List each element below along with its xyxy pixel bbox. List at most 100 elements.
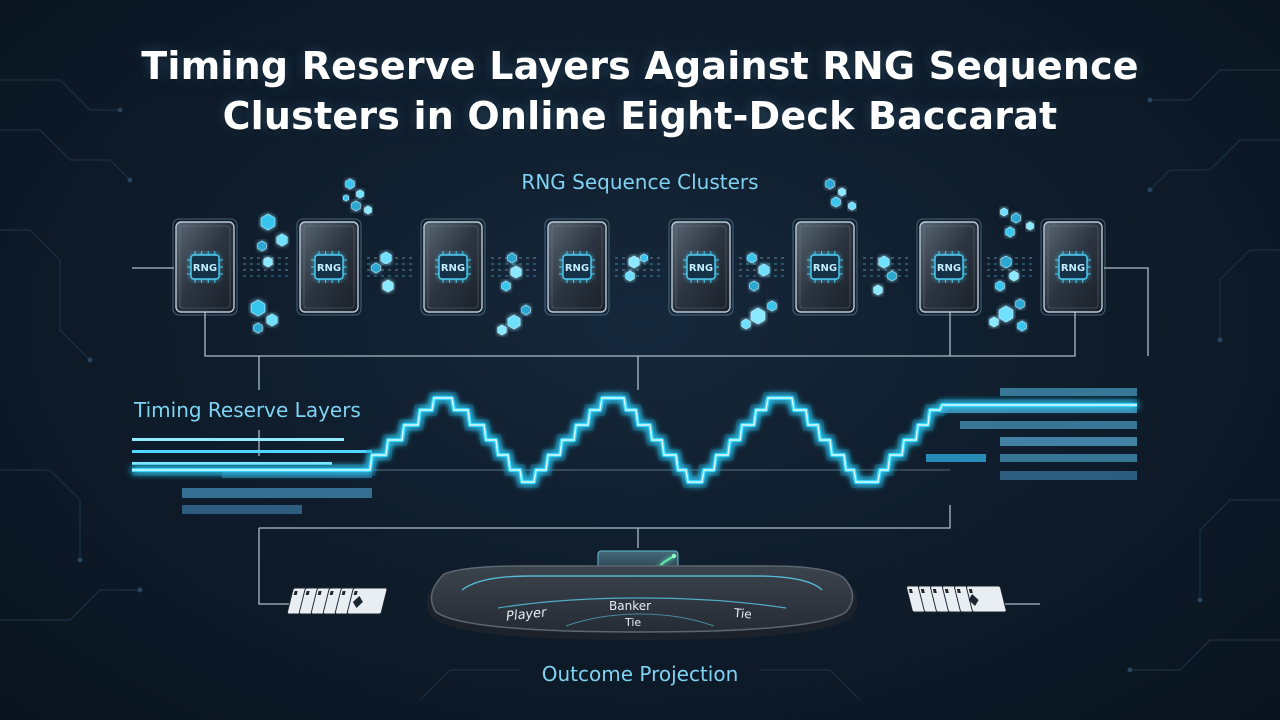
hexagon-crystal-icon: [250, 299, 266, 317]
chip-icon: RNG: [559, 251, 595, 283]
rng-chip-card: RNG: [544, 218, 610, 316]
rng-card-label: RNG: [1061, 263, 1085, 274]
hexagon-crystal-icon: [507, 314, 521, 330]
hexagon-crystal-icon: [351, 200, 361, 212]
rng-card-label: RNG: [689, 263, 713, 274]
table-banker-label: Banker: [609, 599, 651, 613]
hexagon-crystal-icon: [625, 270, 635, 282]
hexagon-crystal-icon: [260, 213, 276, 231]
timing-reserve-bar: [1000, 437, 1137, 446]
rng-card-label: RNG: [193, 263, 217, 274]
hexagon-crystal-icon: [263, 256, 273, 268]
hexagon-crystal-icon: [501, 280, 511, 292]
hexagon-crystal-icon: [749, 280, 759, 292]
rng-card-label: RNG: [441, 263, 465, 274]
hexagon-crystal-icon: [497, 324, 507, 336]
timing-wave: [132, 392, 1137, 488]
hexagon-crystal-icon: [1015, 298, 1025, 310]
hexagon-crystal-icon: [1005, 226, 1015, 238]
hexagon-crystal-icon: [345, 178, 355, 190]
timing-reserve-bar: [1000, 388, 1137, 396]
timing-reserve-bar: [182, 488, 372, 498]
page-title-line-2: Clusters in Online Eight-Deck Baccarat: [222, 94, 1058, 138]
hexagon-crystal-icon: [507, 252, 517, 264]
hexagon-crystal-icon: [848, 201, 856, 211]
timing-reserve-bar: [960, 421, 1137, 429]
timing-reserve-bars: [132, 388, 1137, 514]
outcome-projection-label: Outcome Projection: [541, 662, 739, 686]
hexagon-crystal-icon: [1000, 207, 1008, 217]
chip-icon: RNG: [807, 251, 843, 283]
rng-card-label: RNG: [937, 263, 961, 274]
hexagon-crystal-icon: [767, 300, 777, 312]
timing-reserve-bar: [182, 505, 302, 514]
hexagon-crystal-icon: [1011, 212, 1021, 224]
playing-card-fan-icon: [906, 585, 1007, 613]
rng-clusters-label: RNG Sequence Clusters: [521, 170, 759, 194]
hexagon-crystal-icon: [266, 313, 278, 327]
hexagon-crystal-icon: [640, 253, 648, 263]
hexagon-crystal-icon: [510, 265, 522, 279]
hexagon-crystal-icon: [747, 252, 757, 264]
timing-reserve-bar: [1000, 454, 1137, 462]
hexagon-crystal-icon: [1026, 221, 1034, 231]
chip-icon: RNG: [683, 251, 719, 283]
hexagon-crystal-icon: [758, 263, 770, 277]
hexagon-crystal-icon: [628, 255, 640, 269]
wave-core: [132, 397, 1137, 483]
rng-chip-card: RNG: [668, 218, 734, 316]
rng-card-label: RNG: [813, 263, 837, 274]
card-fans: [286, 585, 1007, 615]
hexagon-crystal-icon: [998, 305, 1014, 323]
hexagon-crystal-icon: [825, 178, 835, 190]
hexagon-crystal-icon: [380, 251, 392, 265]
rng-card-row: RNG RNG RNG RNG RNG RNG RNG RNG: [172, 218, 1106, 316]
table-tie-center-label: Tie: [624, 616, 641, 629]
rng-chip-card: RNG: [792, 218, 858, 316]
hexagon-crystal-icon: [878, 255, 890, 269]
baccarat-table: Banker Player Tie Tie: [426, 565, 858, 640]
chip-icon: RNG: [931, 251, 967, 283]
hexagon-crystal-icon: [343, 194, 349, 202]
hexagon-crystal-icon: [750, 307, 766, 325]
hexagon-crystal-icon: [995, 280, 1005, 292]
rng-chip-card: RNG: [1040, 218, 1106, 316]
hexagon-crystal-icon: [364, 205, 372, 215]
table-tie-right-label: Tie: [732, 606, 752, 622]
hexagon-crystal-icon: [989, 316, 999, 328]
timing-reserve-bar: [926, 454, 986, 462]
rng-card-label: RNG: [565, 263, 589, 274]
hexagon-crystal-icon: [356, 189, 364, 199]
rng-chip-card: RNG: [172, 218, 238, 316]
rng-chip-card: RNG: [420, 218, 486, 316]
hexagon-crystal-icon: [741, 318, 751, 330]
hexagon-crystal-icon: [873, 284, 883, 296]
hexagon-crystal-icon: [521, 304, 531, 316]
timing-reserve-bar: [222, 470, 372, 478]
page-title-line-1: Timing Reserve Layers Against RNG Sequen…: [141, 44, 1139, 88]
background-circuit-traces: [0, 69, 1280, 701]
timing-reserve-bar: [132, 438, 344, 441]
chip-icon: RNG: [311, 251, 347, 283]
playing-card-fan-icon: [286, 587, 388, 615]
hexagon-crystal-icon: [831, 196, 841, 208]
timing-layers-label: Timing Reserve Layers: [134, 398, 361, 422]
connector-lines: [132, 267, 1149, 605]
chip-icon: RNG: [1055, 251, 1091, 283]
rng-chip-card: RNG: [916, 218, 982, 316]
hexagon-crystal-icon: [253, 322, 263, 334]
chip-icon: RNG: [187, 251, 223, 283]
hexagon-crystal-icon: [1009, 270, 1019, 282]
hexagon-crystal-icon: [382, 279, 394, 293]
hexagon-crystal-icon: [887, 270, 897, 282]
hexagon-crystal-icon: [1017, 320, 1027, 332]
timing-reserve-bar: [132, 450, 372, 453]
hexagon-crystal-icon: [838, 187, 846, 197]
hexagon-crystal-icon: [1000, 255, 1012, 269]
timing-reserve-bar: [940, 404, 1137, 413]
timing-reserve-bar: [132, 462, 332, 465]
rng-card-label: RNG: [317, 263, 341, 274]
chip-icon: RNG: [435, 251, 471, 283]
hexagon-crystal-icon: [257, 240, 267, 252]
